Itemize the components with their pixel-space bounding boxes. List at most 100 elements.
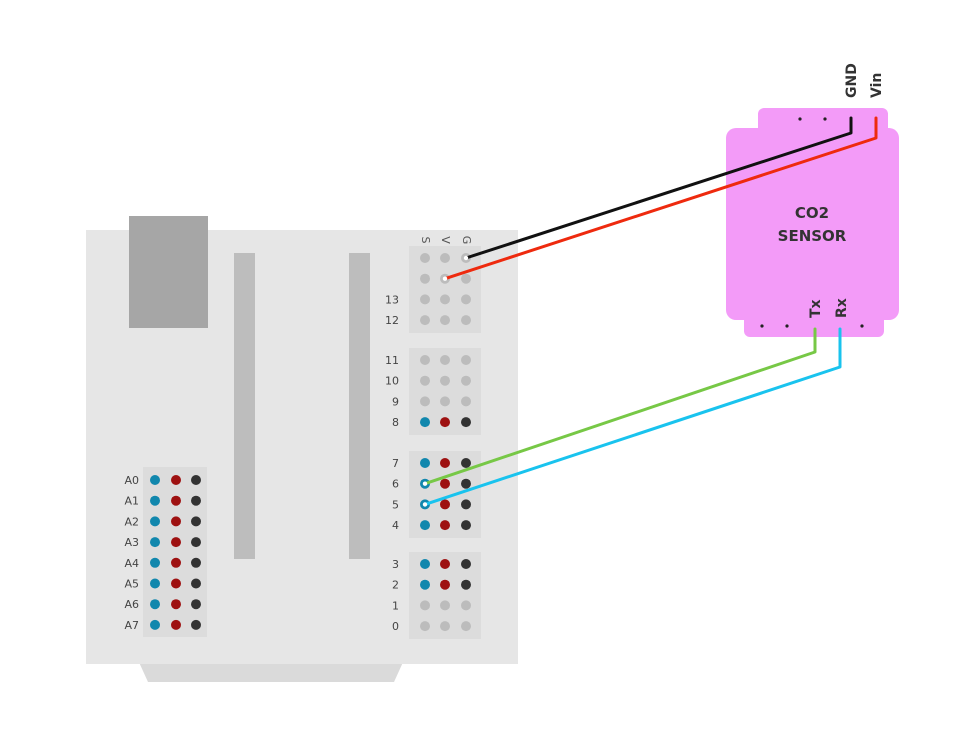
sensor-title-line2: SENSOR <box>778 227 847 245</box>
signal-pin <box>420 559 430 569</box>
signal-pin <box>420 417 430 428</box>
gnd-pin <box>461 396 471 407</box>
vcc-pin <box>440 396 450 407</box>
pin-label-9: 9 <box>392 395 399 408</box>
signal-pin <box>420 355 430 365</box>
vcc-pin <box>440 355 450 365</box>
digital-pin-group: 7 6 5 4 <box>392 451 481 538</box>
vcc-pin <box>171 495 181 506</box>
sensor-pin-dot <box>798 117 802 121</box>
signal-pin <box>420 375 430 386</box>
analog-pin-label-A5: A5 <box>124 578 139 591</box>
header-column-label: V <box>439 236 452 244</box>
gnd-pin <box>191 578 201 589</box>
sensor-title-line1: CO2 <box>795 204 829 222</box>
vcc-pin <box>171 599 181 610</box>
analog-pin-label-A4: A4 <box>124 557 139 570</box>
pin-label-6: 6 <box>392 478 399 491</box>
pin-label-8: 8 <box>392 416 399 429</box>
gnd-pin <box>191 557 201 568</box>
wires <box>422 116 878 507</box>
vcc-pin <box>440 559 450 569</box>
gnd-pin <box>191 475 201 485</box>
usb-port <box>129 216 208 328</box>
vcc-pin <box>440 520 450 531</box>
rx-wire-end <box>422 502 428 507</box>
header-column-label: S <box>419 237 432 244</box>
pin-label-0: 0 <box>392 620 399 633</box>
vcc-pin <box>440 478 450 489</box>
gnd-pin <box>461 478 471 489</box>
gnd-pin <box>461 458 471 468</box>
signal-pin <box>420 458 430 468</box>
pin-label-12: 12 <box>385 314 399 327</box>
pin-label-13: 13 <box>385 293 399 306</box>
signal-pin <box>150 578 160 589</box>
signal-pin <box>420 253 430 263</box>
analog-pin-label-A6: A6 <box>124 598 139 611</box>
analog-pin-label-A3: A3 <box>124 536 139 549</box>
signal-pin <box>150 599 160 610</box>
pin-label-3: 3 <box>392 558 399 571</box>
pin-label-11: 11 <box>385 354 399 367</box>
signal-pin <box>150 537 160 548</box>
vcc-pin <box>171 475 181 485</box>
vin-wire-end <box>442 276 448 281</box>
pin-label-5: 5 <box>392 498 399 511</box>
vcc-pin <box>440 621 450 632</box>
sensor-pin-dot <box>860 324 864 328</box>
signal-pin <box>420 294 430 305</box>
sensor-pin-label-vin: Vin <box>869 73 885 98</box>
sensor-pin-dot <box>823 117 827 121</box>
gnd-pin <box>461 355 471 365</box>
header-strip-left <box>234 253 255 559</box>
sensor-body <box>726 128 899 320</box>
vin-wire <box>443 116 878 281</box>
signal-pin <box>420 579 430 590</box>
signal-pin <box>420 315 430 326</box>
rx-wire <box>423 327 842 506</box>
vcc-pin <box>440 499 450 510</box>
analog-pin-label-A7: A7 <box>124 619 139 632</box>
signal-pin <box>420 273 430 284</box>
pin-label-4: 4 <box>392 519 399 532</box>
gnd-pin <box>461 315 471 326</box>
gnd-pin <box>191 516 201 527</box>
vcc-pin <box>171 619 181 630</box>
signal-pin <box>420 520 430 531</box>
signal-pin <box>150 516 160 527</box>
vcc-pin <box>440 315 450 326</box>
gnd-wire-end <box>463 255 469 261</box>
signal-pin <box>420 396 430 407</box>
vcc-pin <box>171 537 181 548</box>
vcc-pin <box>440 458 450 468</box>
analog-pin-label-A2: A2 <box>124 515 139 528</box>
tx-wire-end <box>422 481 428 486</box>
gnd-pin <box>461 621 471 632</box>
vcc-pin <box>440 579 450 590</box>
gnd-wire <box>464 116 853 260</box>
pin-block <box>143 467 207 637</box>
gnd-pin <box>461 600 471 611</box>
pin-label-7: 7 <box>392 457 399 470</box>
vcc-pin <box>440 600 450 611</box>
signal-pin <box>150 475 160 485</box>
gnd-pin <box>461 417 471 428</box>
gnd-pin <box>461 559 471 569</box>
analog-pin-label-A0: A0 <box>124 474 139 487</box>
gnd-pin <box>191 495 201 506</box>
sensor-pin-dot <box>760 324 764 328</box>
sensor-pin-label-tx: Tx <box>808 299 824 318</box>
gnd-pin <box>461 520 471 531</box>
pin-label-1: 1 <box>392 599 399 612</box>
signal-pin <box>150 557 160 568</box>
tx-wire <box>423 327 817 486</box>
board-bottom-edge <box>138 660 404 682</box>
vcc-pin <box>440 294 450 305</box>
signal-pin <box>150 495 160 506</box>
